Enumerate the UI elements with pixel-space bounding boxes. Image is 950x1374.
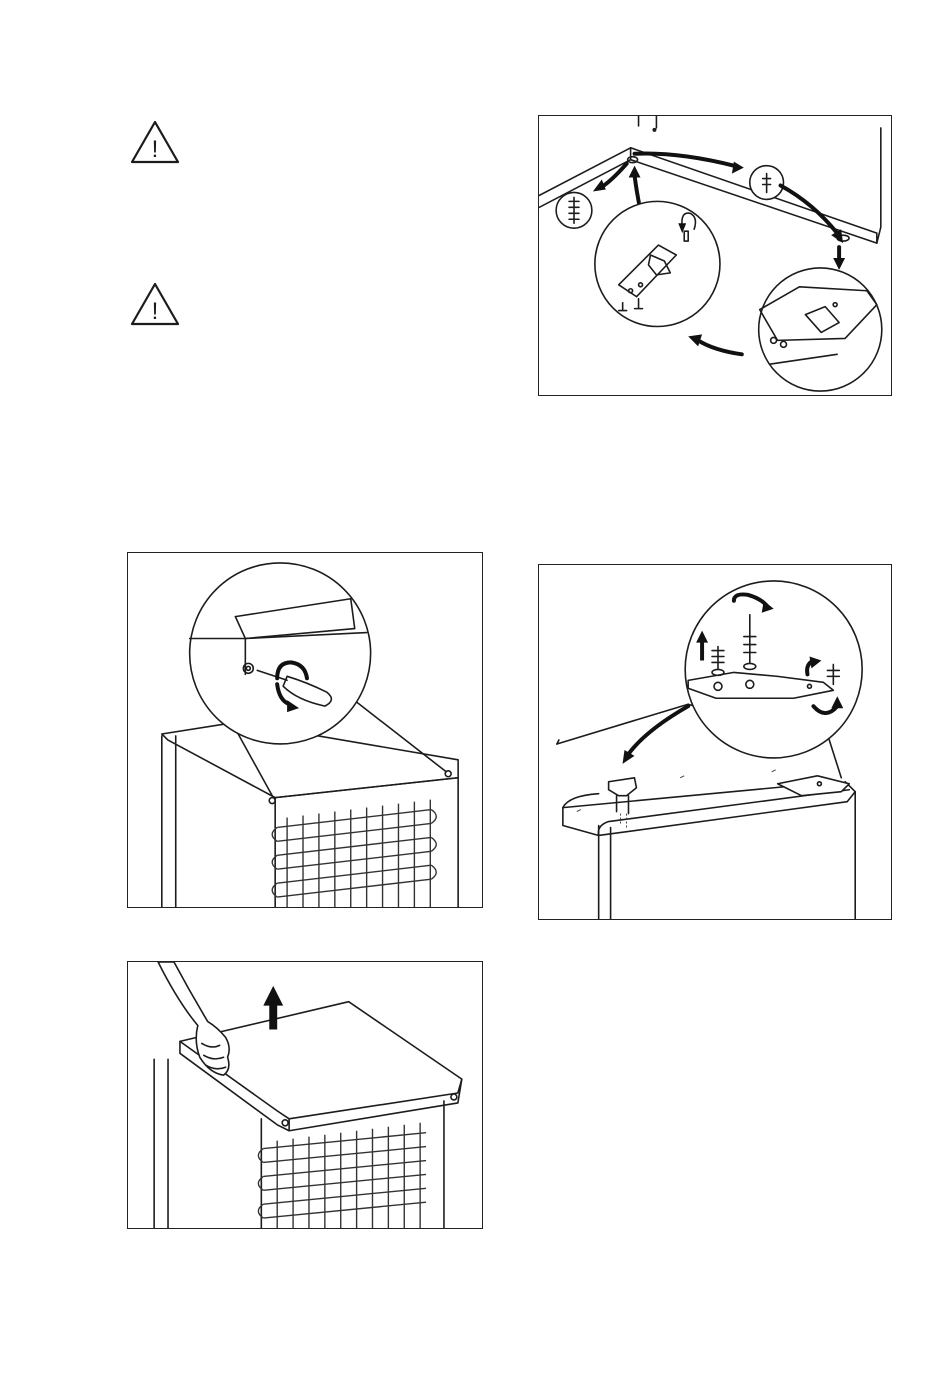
warning-symbol: ! bbox=[152, 136, 159, 163]
figure-remove-hinge-screws bbox=[538, 115, 892, 396]
hinge-bracket-removal-icon bbox=[539, 116, 891, 395]
warning-symbol: ! bbox=[152, 298, 159, 325]
figure-unscrew-top-cover bbox=[127, 552, 483, 908]
screwdriver-rotate-icon bbox=[128, 553, 482, 907]
warning-triangle-icon: ! bbox=[129, 119, 181, 165]
hand-lift-arrow-icon bbox=[128, 962, 482, 1228]
hinge-swap-icon bbox=[539, 565, 891, 919]
figure-move-top-hinge bbox=[538, 564, 892, 920]
warning-triangle-icon: ! bbox=[129, 281, 181, 327]
figure-lift-top-cover bbox=[127, 961, 483, 1229]
